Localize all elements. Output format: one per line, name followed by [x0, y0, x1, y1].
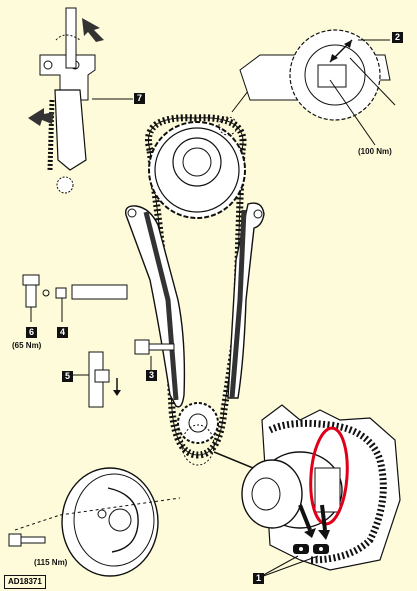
cam-bolt-detail [239, 29, 396, 146]
tensioner-rail [125, 205, 186, 408]
crankshaft-sprocket [177, 402, 219, 466]
camshaft-sprocket [148, 116, 246, 219]
callout-1: 1 [253, 573, 264, 584]
timing-pin [73, 351, 121, 408]
tensioner-bolt [134, 339, 175, 372]
callout-7: 7 [134, 93, 145, 104]
torque-crank-bolt: (100 Nm) [358, 147, 392, 156]
torque-pulley-bolt: (115 Nm) [34, 558, 68, 567]
locking-pin-tool [55, 284, 128, 322]
callout-6: 6 [26, 327, 37, 338]
crank-pulley [14, 467, 181, 577]
callout-5: 5 [62, 371, 73, 382]
tensioner-detail [28, 7, 133, 194]
callout-3: 3 [146, 370, 157, 381]
idler-bolt [22, 274, 50, 322]
callout-4: 4 [57, 327, 68, 338]
torque-idler-bolt: (65 Nm) [12, 341, 42, 350]
figure-reference: AD18371 [4, 575, 46, 589]
main-chain-assembly [125, 81, 265, 471]
crank-sprocket-inset [241, 404, 401, 579]
callout-2: 2 [392, 32, 403, 43]
pulley-bolt [8, 533, 46, 547]
